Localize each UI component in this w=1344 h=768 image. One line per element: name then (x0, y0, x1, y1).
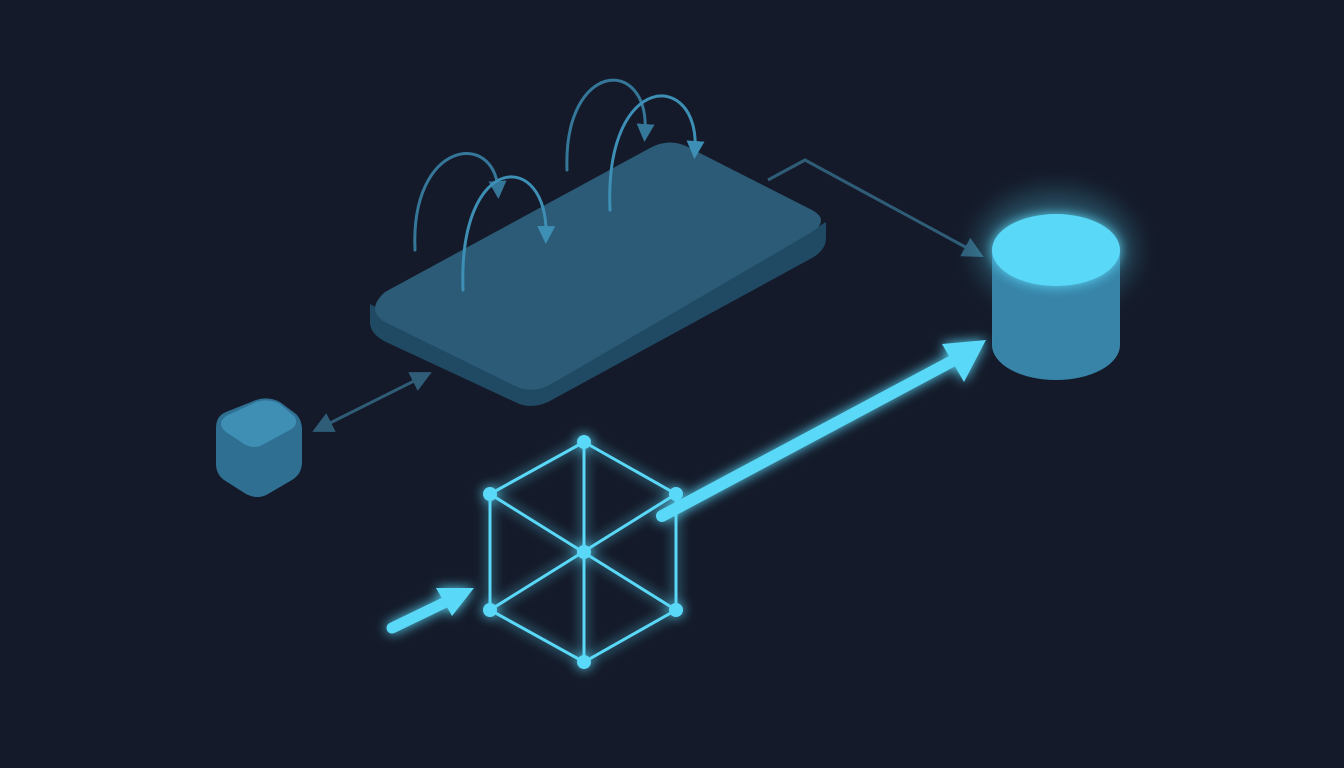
isometric-slab (370, 142, 826, 406)
wireframe-vertices (483, 435, 683, 669)
small-cube-top (221, 400, 297, 447)
cylinder (976, 190, 1136, 380)
small-cube (216, 398, 302, 497)
loop-arrows (413, 78, 705, 292)
cylinder-top (992, 214, 1120, 286)
loop-arrow-4 (608, 94, 705, 212)
arrow-into-wirecube (386, 588, 474, 634)
cylinder-body (992, 250, 1120, 380)
loop-arrow-2 (461, 175, 556, 292)
slab-top (375, 142, 821, 390)
arrow-cube-slab (312, 372, 432, 432)
arrow-slab-to-cylinder (767, 158, 984, 258)
wireframe-cube (483, 435, 683, 669)
loop-arrow-1 (413, 152, 507, 252)
slab-side (370, 222, 826, 406)
arrow-wirecube-to-cylinder (656, 340, 986, 522)
loop-arrow-3 (565, 78, 655, 172)
